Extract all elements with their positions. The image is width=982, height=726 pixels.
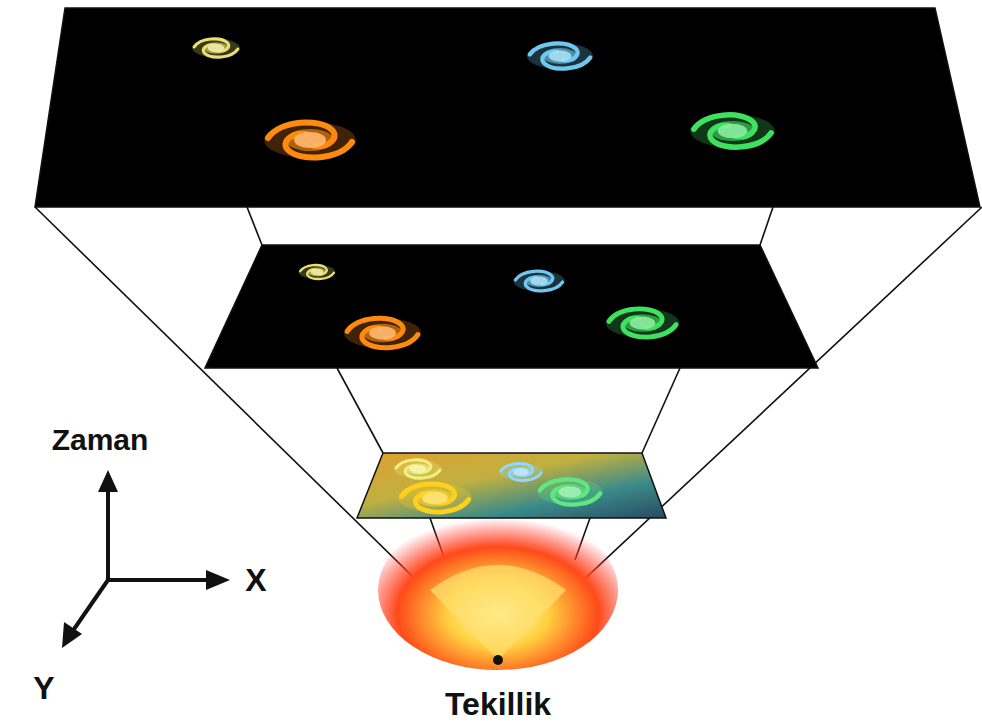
axis-label: Y [33, 672, 54, 704]
axis-label: X [245, 564, 266, 596]
axis-label: Zaman [52, 425, 149, 455]
axes [62, 470, 230, 648]
point-label: Tekillik [445, 688, 551, 720]
